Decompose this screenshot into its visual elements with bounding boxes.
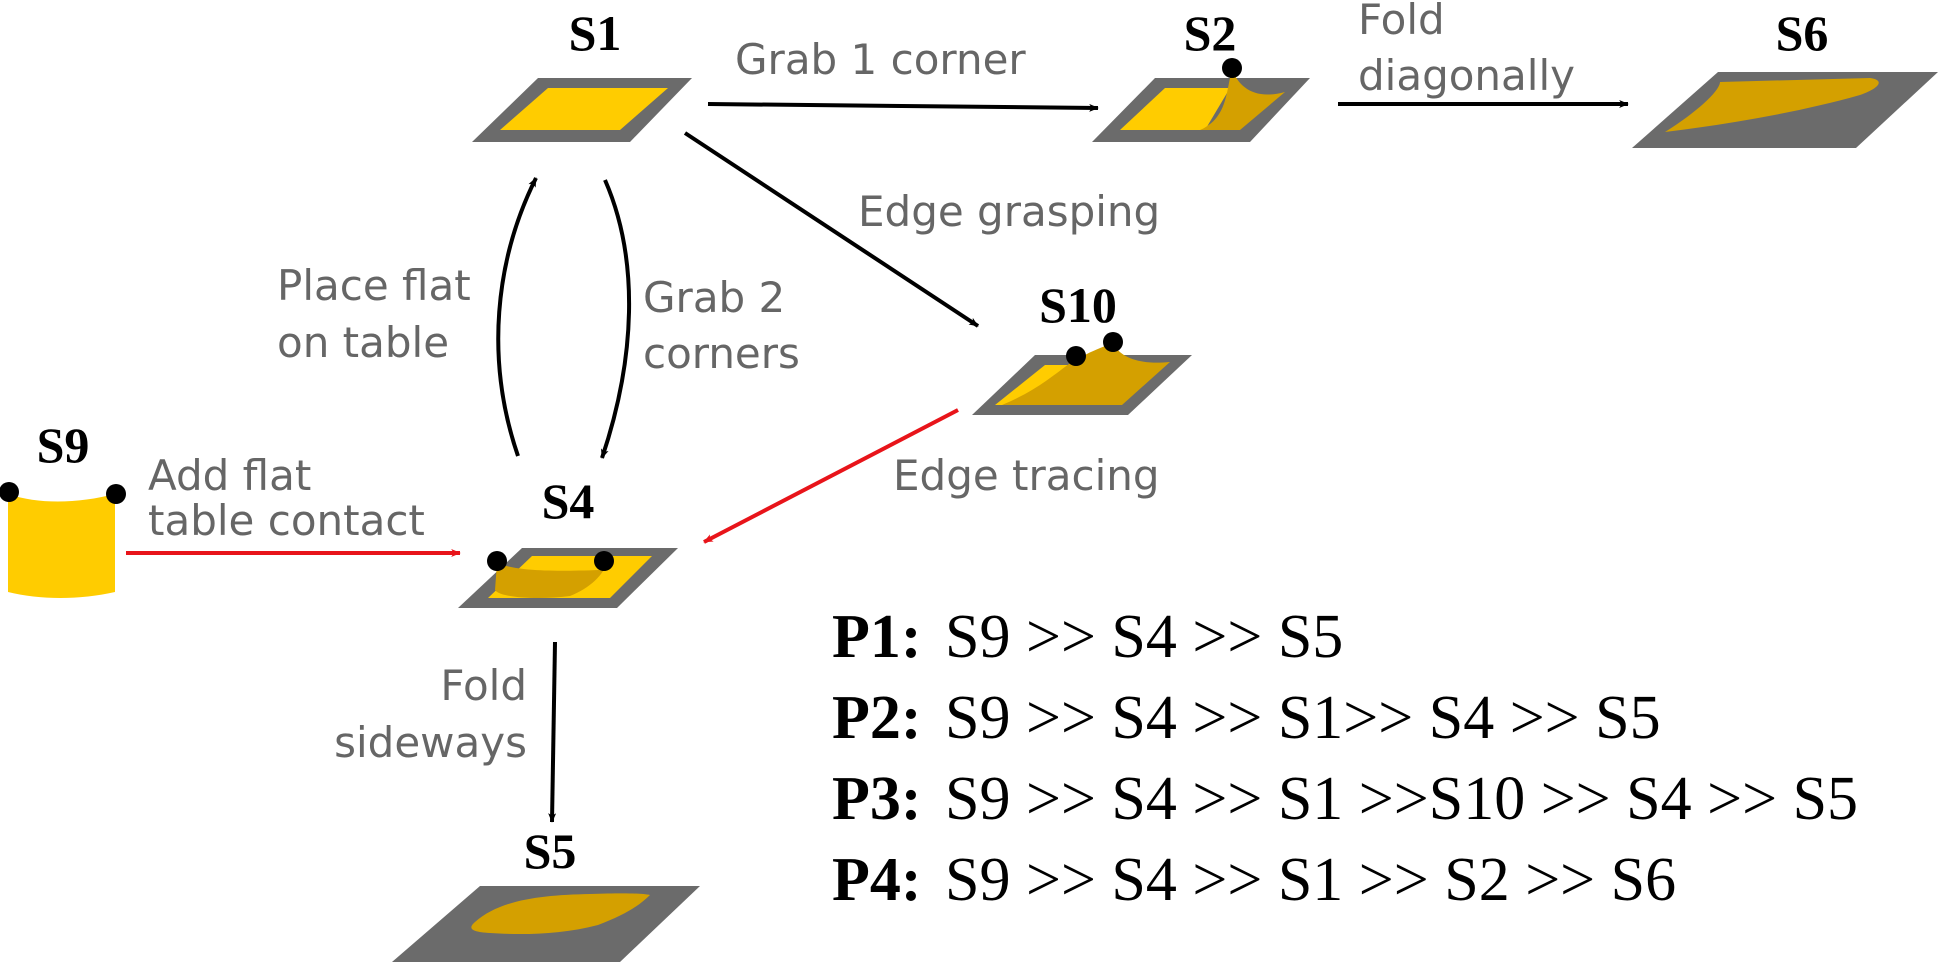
s2-lifted-cloth-corner: [1200, 70, 1285, 130]
path-item-p1: P1: S9 >> S4 >> S5: [832, 603, 1343, 671]
path-item-p2: P2: S9 >> S4 >> S1>> S4 >> S5: [832, 684, 1661, 752]
path-key: P4:: [832, 846, 922, 914]
path-list: P1: S9 >> S4 >> S5 P2: S9 >> S4 >> S1>> …: [832, 603, 1858, 914]
path-sequence: S9 >> S4 >> S1>> S4 >> S5: [945, 684, 1661, 752]
path-sequence: S9 >> S4 >> S5: [945, 603, 1343, 671]
s9-grasp-point-left: [0, 482, 19, 502]
state-s6: S6: [1632, 5, 1938, 148]
s6-folded-cloth: [1665, 78, 1879, 132]
s5-label: S5: [524, 823, 577, 879]
path-sequence: S9 >> S4 >> S1 >>S10 >> S4 >> S5: [945, 765, 1858, 833]
label-add-flat-line1: Add flat: [148, 451, 311, 500]
state-s5: S5: [392, 823, 700, 962]
label-fold-diagonally-line1: Fold: [1358, 0, 1445, 44]
arrow-s1-to-s4: [600, 179, 632, 459]
s4-grasp-point-left: [487, 551, 507, 571]
s2-cloth: [1120, 88, 1230, 130]
label-edge-grasping: Edge grasping: [858, 187, 1160, 236]
label-place-flat-line1: Place flat: [277, 261, 471, 310]
path-key: P3:: [832, 765, 922, 833]
s10-grasp-point-1: [1066, 346, 1086, 366]
transition-arrows: [126, 100, 1629, 823]
label-fold-diagonally-line2: diagonally: [1358, 51, 1575, 100]
state-s1: S1: [472, 5, 692, 142]
path-key: P2:: [832, 684, 922, 752]
label-grab-1-corner: Grab 1 corner: [735, 35, 1026, 84]
arrow-s1-to-s2: [707, 102, 1099, 112]
s10-grasp-point-2: [1103, 332, 1123, 352]
arrow-s1-to-s10: [683, 131, 980, 328]
arrow-s4-to-s1: [496, 177, 538, 457]
path-item-p3: P3: S9 >> S4 >> S1 >>S10 >> S4 >> S5: [832, 765, 1858, 833]
state-s2: S2: [1092, 5, 1310, 142]
transition-labels: Grab 1 corner Fold diagonally Edge grasp…: [148, 0, 1575, 767]
s9-grasp-point-right: [106, 484, 126, 504]
label-edge-tracing: Edge tracing: [893, 451, 1160, 500]
s2-grasp-point: [1222, 58, 1242, 78]
label-grab-2-corners-line1: Grab 2: [643, 273, 785, 322]
arrow-s10-to-s4: [703, 408, 959, 544]
path-sequence: S9 >> S4 >> S1 >> S2 >> S6: [945, 846, 1676, 914]
s5-folded-cloth: [471, 893, 650, 935]
s1-label: S1: [569, 5, 622, 61]
state-s9: S9: [0, 417, 126, 598]
s4-cloth-shadow: [495, 560, 612, 598]
path-key: P1:: [832, 603, 922, 671]
s9-hanging-cloth: [8, 494, 115, 598]
label-place-flat-line2: on table: [277, 318, 449, 367]
s1-cloth: [500, 88, 668, 130]
path-item-p4: P4: S9 >> S4 >> S1 >> S2 >> S6: [832, 846, 1676, 914]
s6-label: S6: [1776, 5, 1829, 61]
s4-label: S4: [542, 473, 595, 529]
s10-label: S10: [1039, 277, 1117, 333]
s2-label: S2: [1184, 5, 1237, 61]
s9-label: S9: [37, 417, 90, 473]
label-fold-sideways-line1: Fold: [440, 661, 527, 710]
s4-grasp-point-right: [594, 551, 614, 571]
state-s10: S10: [972, 277, 1192, 415]
label-fold-sideways-line2: sideways: [334, 718, 527, 767]
label-add-flat-line2: table contact: [148, 496, 425, 545]
s10-lifted-cloth-edge: [1002, 342, 1170, 405]
state-s4: S4: [458, 473, 678, 608]
arrow-s4-to-s5: [548, 641, 557, 823]
label-grab-2-corners-line2: corners: [643, 329, 800, 378]
